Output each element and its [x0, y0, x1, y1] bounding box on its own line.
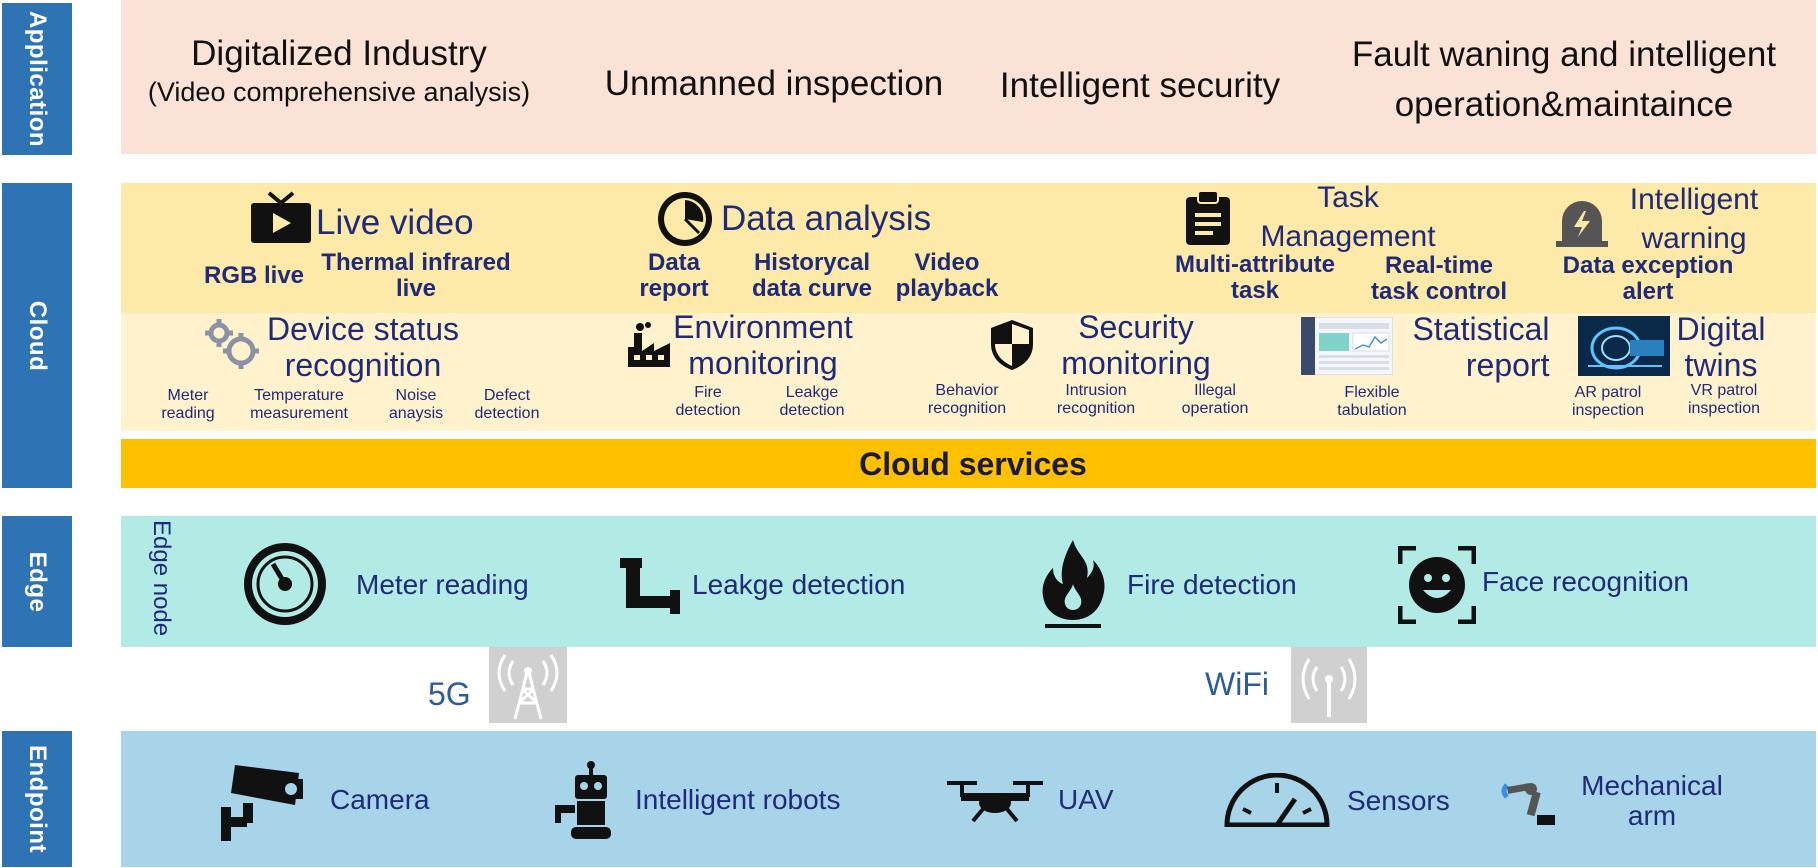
noise-analysis-sub: Noise anaysis — [388, 387, 444, 422]
gauge-sensor-icon — [1224, 773, 1330, 827]
digital-twins-title: Digital twins — [1676, 311, 1766, 383]
wifi-label: WiFi — [1205, 666, 1269, 702]
endpoint-mechanical-arm: Mechanical arm — [1581, 770, 1723, 831]
app-intelligent-security: Intelligent security — [999, 66, 1281, 105]
application-band: Digitalized Industry (Video comprehensiv… — [121, 0, 1816, 154]
layer-label-cloud: Cloud — [2, 183, 72, 488]
cell-tower-icon — [489, 647, 567, 723]
pipe-icon — [620, 558, 680, 614]
cloud-row-1: Live video RGB live Thermal infrared liv… — [121, 183, 1816, 313]
data-exception-alert-label: Data exception alert — [1562, 252, 1734, 305]
fire-icon — [1042, 540, 1105, 628]
face-recognition-icon — [1398, 546, 1476, 624]
live-video-title: Live video — [316, 203, 474, 242]
intelligent-warning-title: Intelligent warning — [1629, 183, 1759, 255]
cloud-services-label: Cloud services — [859, 446, 1087, 482]
vr-patrol-sub: VR patrol inspection — [1687, 382, 1761, 417]
fiveg-label: 5G — [428, 676, 471, 712]
temperature-measurement-sub: Temperature measurement — [250, 387, 348, 422]
turbine-image-icon — [1578, 316, 1670, 376]
endpoint-uav: UAV — [1058, 784, 1114, 815]
flexible-tabulation-sub: Flexible tabulation — [1337, 384, 1407, 419]
data-report-label: Data report — [639, 249, 709, 302]
meter-gauge-icon — [244, 543, 326, 625]
illegal-operation-sub: Illegal operation — [1181, 382, 1249, 417]
layer-label-edge: Edge — [2, 516, 72, 647]
security-monitoring-title: Security monitoring — [1061, 309, 1211, 381]
video-playback-label: Video playback — [895, 249, 999, 302]
clipboard-icon — [1186, 190, 1230, 245]
wifi-antenna-icon — [1291, 647, 1367, 723]
endpoint-camera: Camera — [330, 784, 430, 815]
intrusion-recognition-sub: Intrusion recognition — [1056, 382, 1136, 417]
thermal-infrared-label: Thermal infrared live — [321, 249, 511, 302]
endpoint-band: Camera Intelligent robots UAV Sensors Me… — [121, 731, 1816, 867]
data-analysis-title: Data analysis — [721, 199, 932, 238]
task-management-title: Task Management — [1260, 181, 1436, 253]
real-time-task-control-label: Real-time task control — [1370, 252, 1508, 305]
device-status-title: Device status recognition — [266, 311, 460, 383]
multi-attribute-task-label: Multi-attribute task — [1175, 251, 1335, 304]
leakage-detection-sub: Leakge detection — [779, 384, 845, 419]
warning-alert-icon — [1556, 201, 1608, 247]
app-digitalized-industry: Digitalized Industry (Video comprehensiv… — [147, 34, 531, 107]
meter-reading-sub: Meter reading — [161, 387, 215, 422]
security-camera-icon — [221, 765, 303, 841]
edge-fire-detection: Fire detection — [1127, 569, 1297, 600]
edge-meter-reading: Meter reading — [356, 569, 529, 600]
statistical-report-title: Statistical report — [1412, 311, 1550, 383]
historical-data-curve-label: Historycal data curve — [751, 249, 873, 302]
edge-leakage-detection: Leakge detection — [692, 569, 906, 600]
edge-band: Edge node Meter reading Leakge detection… — [121, 516, 1816, 647]
cloud-row-2: Device status recognition Meter reading … — [121, 309, 1816, 431]
defect-detection-sub: Defect detection — [474, 387, 540, 422]
factory-icon — [628, 322, 670, 367]
endpoint-sensors: Sensors — [1347, 785, 1450, 816]
cloud-services-bar: Cloud services — [121, 439, 1816, 488]
app-fault-warning: Fault waning and intelligent operation&m… — [1351, 35, 1777, 124]
ar-patrol-sub: AR patrol inspection — [1571, 384, 1645, 419]
edge-face-recognition: Face recognition — [1482, 566, 1690, 597]
layer-label-application: Application — [2, 3, 72, 155]
robotic-arm-icon — [1501, 783, 1555, 825]
behavior-recognition-sub: Behavior recognition — [927, 382, 1007, 417]
environment-monitoring-title: Environment monitoring — [673, 309, 853, 381]
layer-label-endpoint: Endpoint — [2, 731, 72, 867]
endpoint-intelligent-robots: Intelligent robots — [635, 784, 841, 815]
dashboard-screenshot-icon — [1301, 317, 1393, 375]
gears-icon — [205, 319, 259, 369]
robot-icon — [555, 761, 611, 839]
shield-icon — [991, 320, 1033, 370]
rgb-live-label: RGB live — [203, 262, 305, 289]
tv-icon — [251, 191, 311, 243]
fire-detection-sub: Fire detection — [675, 384, 741, 419]
app-unmanned-inspection: Unmanned inspection — [604, 64, 944, 103]
edge-node-label: Edge node — [148, 520, 175, 637]
pie-chart-icon — [658, 192, 712, 246]
drone-icon — [947, 781, 1043, 823]
